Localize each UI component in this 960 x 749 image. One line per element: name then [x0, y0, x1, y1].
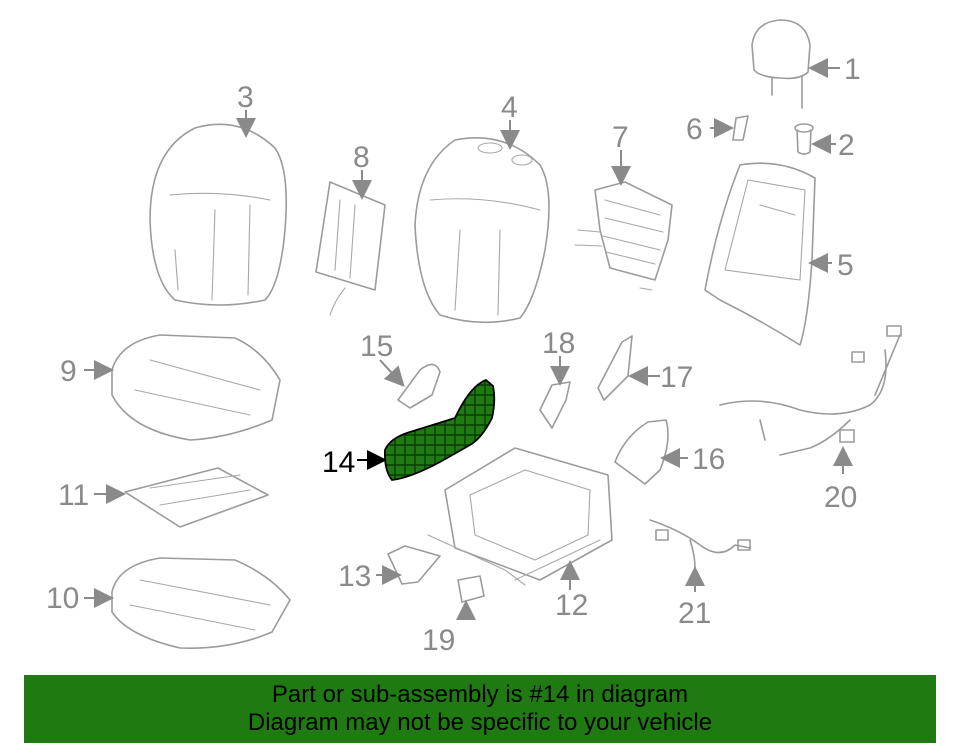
part-18-hinge-cover [539, 356, 571, 429]
callout-6: 6 [686, 113, 703, 146]
part-4-seatback-pad [414, 120, 550, 324]
callout-3: 3 [237, 81, 254, 114]
callout-14-highlighted: 14 [322, 446, 355, 479]
callout-4: 4 [501, 91, 518, 124]
part-17-trim-panel [597, 335, 660, 401]
part-10-cushion-pad [84, 557, 291, 649]
banner-line-2: Diagram may not be specific to your vehi… [247, 709, 713, 736]
part-2-guide [794, 123, 836, 155]
part-20-wire-harness [719, 325, 902, 474]
part-13-bracket [376, 545, 441, 585]
callout-12: 12 [555, 589, 588, 622]
callout-10: 10 [46, 582, 79, 615]
callout-1: 1 [844, 53, 861, 86]
callout-19: 19 [422, 624, 455, 657]
callout-7: 7 [612, 121, 629, 154]
part-8-heater-pad [315, 170, 386, 316]
part-15-lever [379, 359, 441, 409]
part-11-heater-element [94, 467, 269, 528]
part-7-lumbar-support [574, 150, 673, 291]
part-19-switch [456, 575, 485, 620]
part-1-headrest [751, 19, 840, 109]
callout-8: 8 [353, 141, 370, 174]
part-6-clip [710, 115, 749, 141]
part-14-side-shield-highlighted [357, 378, 496, 481]
seat-parts-diagram: 1 2 3 4 5 6 7 8 9 10 11 12 13 14 15 16 1… [46, 19, 902, 657]
part-5-seatback-frame [704, 162, 832, 346]
info-banner: Part or sub-assembly is #14 in diagram D… [24, 675, 936, 743]
part-21-wire-harness [649, 519, 751, 592]
callout-16: 16 [692, 443, 725, 476]
callout-9: 9 [60, 355, 77, 388]
callout-11: 11 [58, 479, 89, 512]
callout-18: 18 [542, 327, 575, 360]
callout-5: 5 [837, 249, 854, 282]
callout-13: 13 [338, 560, 371, 593]
banner-line-1: Part or sub-assembly is #14 in diagram [271, 681, 689, 708]
part-16-side-cover [614, 419, 688, 485]
callout-21: 21 [678, 597, 711, 630]
callout-20: 20 [824, 481, 857, 514]
part-9-cushion-cover [84, 334, 281, 441]
callout-15: 15 [360, 330, 393, 363]
callout-17: 17 [660, 361, 693, 394]
callout-2: 2 [838, 129, 855, 162]
part-12-seat-frame [427, 447, 613, 590]
part-3-seatback-cover [149, 110, 288, 306]
